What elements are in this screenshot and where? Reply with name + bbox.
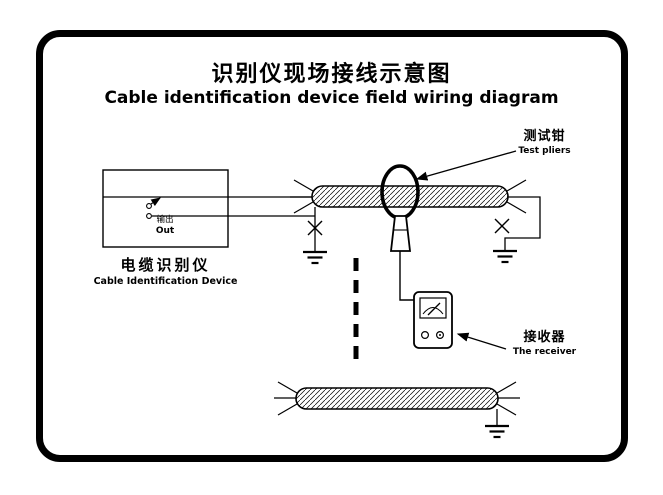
receiver-jack-left bbox=[421, 331, 430, 340]
clamp-to-receiver-wire bbox=[399, 251, 414, 301]
cable-identification-device-box bbox=[102, 169, 229, 248]
output-caption: 输出 Out bbox=[135, 215, 195, 237]
top-cable-body bbox=[311, 185, 509, 208]
border-frame bbox=[36, 30, 628, 462]
output-label-zh: 输出 bbox=[156, 215, 174, 225]
page-title: 识别仪现场接线示意图 bbox=[211, 62, 452, 87]
receiver-label-en: The receiver bbox=[512, 347, 577, 357]
ground-symbol-icon bbox=[485, 424, 509, 439]
cable-core-wire bbox=[496, 403, 517, 416]
cable-core-wire bbox=[277, 381, 298, 394]
cable-core-wire bbox=[293, 179, 314, 192]
clamp-handle bbox=[389, 215, 412, 252]
test-pliers-label-zh: 测试钳 bbox=[523, 129, 566, 144]
meter-scale-icon bbox=[422, 307, 444, 315]
device-label-zh: 电缆识别仪 bbox=[120, 256, 211, 274]
receiver-callout: 接收器 The receiver bbox=[492, 329, 597, 358]
output-label-en: Out bbox=[155, 226, 175, 236]
cable-core-wire bbox=[506, 179, 527, 192]
callout-arrows bbox=[415, 150, 517, 350]
bottom-cable-body bbox=[295, 387, 499, 410]
cable-core-wire bbox=[293, 201, 314, 214]
x-mark-icon bbox=[307, 220, 323, 236]
cable-core-wire bbox=[277, 403, 298, 416]
receiver-arrow-icon bbox=[456, 332, 507, 350]
ground-symbol-icon bbox=[493, 249, 517, 264]
output-terminal-top bbox=[146, 203, 152, 209]
device-caption: 电缆识别仪 Cable Identification Device bbox=[83, 256, 248, 288]
test-pliers-label-en: Test pliers bbox=[518, 146, 571, 156]
x-mark-icon bbox=[494, 218, 510, 234]
output-terminal-bottom bbox=[146, 213, 152, 219]
right-ground-connection bbox=[493, 218, 517, 264]
cable-core-wire bbox=[496, 381, 517, 394]
meter-needle-icon bbox=[427, 302, 441, 316]
bottom-cable bbox=[274, 381, 520, 439]
cable-core-wire bbox=[506, 201, 527, 214]
device-outline bbox=[102, 169, 229, 248]
test-pliers-callout: 测试钳 Test pliers bbox=[492, 128, 597, 157]
ground-symbol-icon bbox=[303, 250, 327, 265]
receiver-label-zh: 接收器 bbox=[523, 330, 566, 345]
receiver-device bbox=[413, 291, 453, 349]
device-label-en: Cable Identification Device bbox=[93, 276, 238, 287]
right-end-ground-wire bbox=[504, 196, 541, 251]
test-clamp bbox=[380, 164, 420, 301]
receiver-jack-dot bbox=[439, 334, 441, 336]
page-subtitle: Cable identification device field wiring… bbox=[104, 88, 559, 108]
test-pliers-arrow-icon bbox=[415, 150, 517, 181]
left-ground-connection bbox=[303, 207, 327, 265]
output-switch-arrow-icon bbox=[150, 197, 161, 207]
top-cable bbox=[290, 179, 541, 251]
